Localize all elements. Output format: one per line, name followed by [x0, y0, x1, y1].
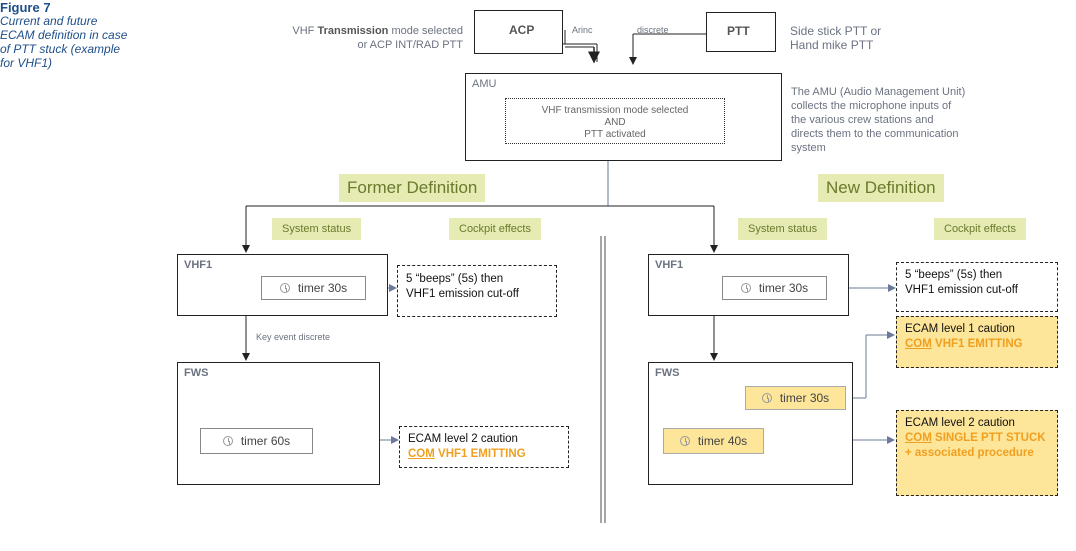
new-caution2-effect: ECAM level 2 caution COM SINGLE PTT STUC… [896, 410, 1058, 496]
arinc-label: Arinc [572, 25, 593, 35]
figure-caption: Current and future ECAM definition in ca… [0, 14, 128, 70]
former-fws-timer: timer 60s [200, 428, 313, 454]
new-caution1-effect: ECAM level 1 caution COM VHF1 EMITTING [896, 316, 1058, 368]
former-definition-title: Former Definition [339, 174, 486, 202]
former-vhf1-timer: timer 30s [261, 276, 366, 300]
former-vhf1-effect: 5 “beeps” (5s) then VHF1 emission cut-of… [397, 265, 557, 317]
new-vhf1-timer: timer 30s [722, 276, 827, 300]
new-cockpit-effects-tag: Cockpit effects [934, 218, 1026, 240]
former-cockpit-effects-tag: Cockpit effects [449, 218, 541, 240]
ptt-box: PTT [706, 12, 776, 52]
new-fws-box: FWS [648, 362, 853, 485]
new-vhf1-effect: 5 “beeps” (5s) then VHF1 emission cut-of… [896, 262, 1058, 312]
discrete-label: discrete [637, 25, 669, 35]
clock-icon [279, 283, 290, 293]
amu-description: The AMU (Audio Management Unit) collects… [791, 86, 966, 154]
former-fws-effect: ECAM level 2 caution COM VHF1 EMITTING [399, 426, 569, 468]
amu-condition-box: VHF transmission mode selected AND PTT a… [505, 98, 725, 144]
acp-description: VHF Transmission mode selected or ACP IN… [292, 25, 463, 51]
new-fws-timer-40: timer 40s [663, 428, 764, 454]
figure-title: Figure 7 [0, 0, 51, 15]
clock-icon [679, 436, 690, 446]
key-event-label: Key event discrete [256, 332, 331, 342]
clock-icon [740, 283, 751, 293]
acp-box: ACP [474, 10, 563, 54]
ptt-description: Side stick PTT or Hand mike PTT [790, 24, 882, 52]
former-system-status-tag: System status [272, 218, 362, 240]
acp-to-amu-link [561, 30, 600, 64]
new-fws-timer-30: timer 30s [745, 386, 846, 410]
new-definition-title: New Definition [818, 174, 944, 202]
clock-icon [761, 393, 772, 403]
former-fws-box: FWS [177, 362, 380, 485]
clock-icon [222, 436, 233, 446]
new-system-status-tag: System status [738, 218, 828, 240]
ptt-to-amu-link [629, 33, 706, 65]
